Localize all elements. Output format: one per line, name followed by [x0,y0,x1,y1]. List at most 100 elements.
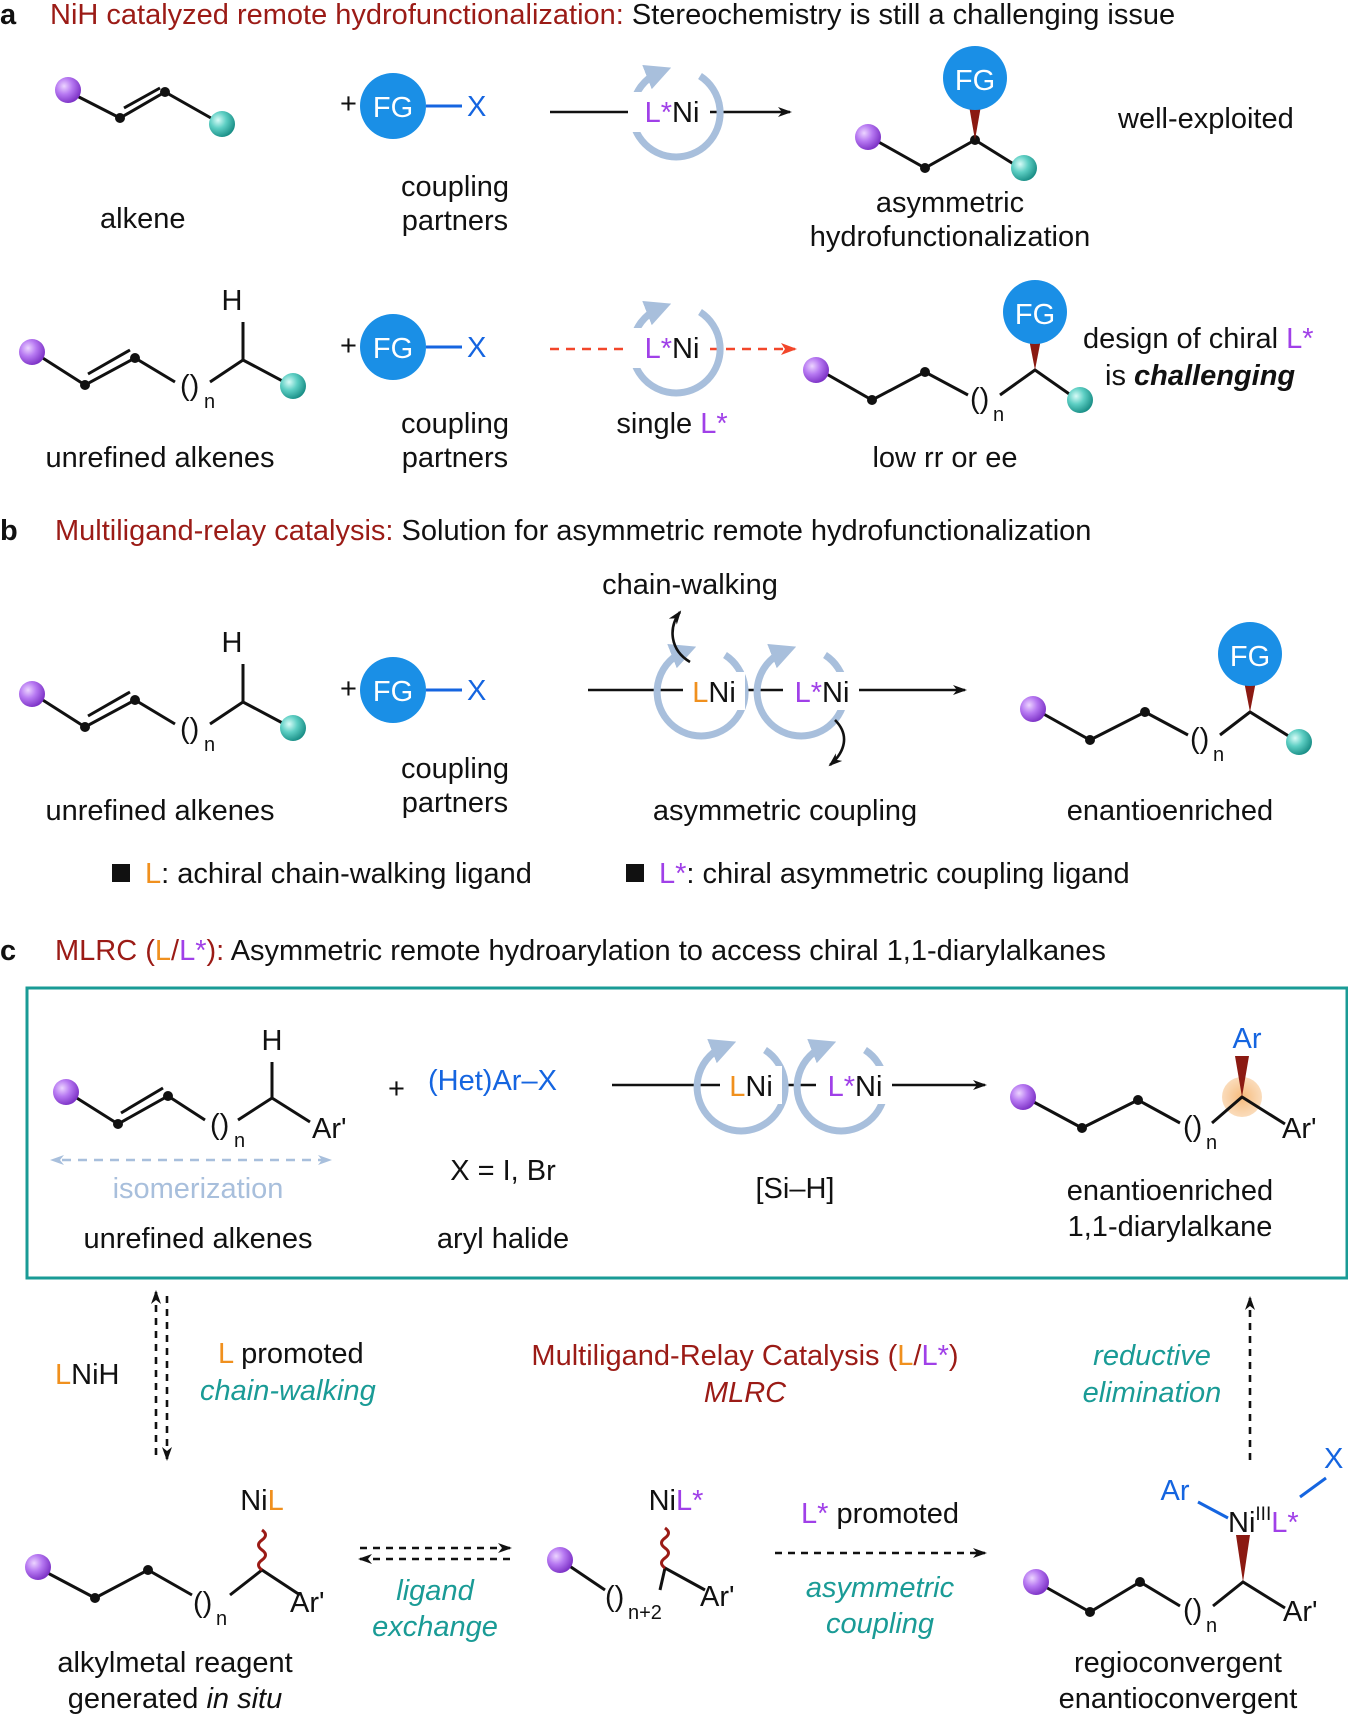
panel-c: c MLRC (L/L*): Asymmetric remote hydroar… [0,935,1348,1715]
plus-sign-b: + [340,673,357,705]
catalyst-label-2: L*Ni [645,333,700,365]
product-label-2: hydrofunctionalization [810,221,1091,253]
single-ligand-label: single L* [616,408,727,440]
achiral-catalyst-label: LNi [692,677,736,709]
exchange-label: exchange [372,1611,498,1643]
box-chain-subscript: n [234,1130,245,1152]
panel-letter-c: c [0,935,16,967]
panel-c-title: MLRC (L/L*): Asymmetric remote hydroaryl… [55,935,1106,967]
box-unrefined-alkenes-label: unrefined alkenes [84,1223,313,1255]
ligand-label: ligand [396,1575,474,1607]
partner-label-b-2: partners [402,787,508,819]
aryl-halide-formula: (Het)Ar–X [428,1065,557,1097]
int2-nil-label: NiL* [649,1485,704,1517]
fg-label-b: FG [373,676,413,708]
chain-paren-b2: () [1190,723,1209,755]
box-plus-sign: + [388,1073,405,1105]
panel-b: b Multiligand-relay catalysis: Solution … [0,515,1312,890]
chain-paren-b: () [180,713,199,745]
box-product-chain-paren: () [1183,1111,1202,1143]
legend-bullet-2 [626,864,644,882]
box-alkene-structure [53,1062,311,1129]
l-star-promoted-label: L* promoted [801,1498,959,1530]
product-label-1: asymmetric [876,187,1024,219]
catalyst-label: L*Ni [645,97,700,129]
box-product-chain-sub: n [1206,1132,1217,1154]
alkylmetal-label-1: alkylmetal reagent [57,1647,292,1679]
l-promoted-label: L promoted [218,1338,364,1370]
silane-label: [Si–H] [756,1173,835,1205]
fg-label-2: FG [373,333,413,365]
low-rr-ee-label: low rr or ee [872,442,1017,474]
product-fg-label: FG [955,65,995,97]
chain-subscript: n [204,391,215,413]
int2-chain-paren: () [605,1581,624,1613]
int3-chain-sub: n [1206,1615,1217,1637]
enantioenriched-label: enantioenriched [1067,795,1273,827]
box-chain-paren: () [210,1109,229,1141]
hydrogen-label-b: H [222,627,243,659]
leaving-group-x: X [467,91,486,123]
box-product-label-1: enantioenriched [1067,1175,1273,1207]
purple-substituent-sphere [55,77,81,103]
asymmetric-coupling-label: asymmetric coupling [653,795,917,827]
design-note-2: is challenging [1105,360,1295,392]
unrefined-alkene-structure-b [19,664,306,741]
panel-a-title: NiH catalyzed remote hydrofunctionalizat… [50,0,1175,31]
unrefined-alkenes-label: unrefined alkenes [46,442,275,474]
alkylmetal-label-2: generated in situ [68,1683,282,1715]
int1-chain-paren: () [193,1587,212,1619]
design-note-1: design of chiral L* [1083,323,1314,355]
panel-a-title-rest: Stereochemistry is still a challenging i… [624,0,1175,31]
int1-nil-label: NiL [240,1485,284,1517]
regioconvergent-label: regioconvergent [1074,1647,1282,1679]
cycle-coupling-label: coupling [826,1608,934,1640]
well-exploited-note: well-exploited [1117,103,1294,135]
alkene-structure [55,77,235,137]
reductive-label: reductive [1093,1340,1211,1372]
enantioconvergent-label: enantioconvergent [1059,1683,1298,1715]
partner-label-b-1: coupling [401,753,509,785]
wavy-bond [257,1528,267,1572]
fg-label: FG [373,92,413,124]
plus-sign-2: + [340,330,357,362]
scheme-box [25,986,1348,1280]
int3-chain-paren: () [1183,1594,1202,1626]
leaving-group-x-2: X [467,332,486,364]
aryl-halide-label: aryl halide [437,1223,569,1255]
enantioenriched-product-b: FG [1020,622,1312,755]
int2-chain-sub: n+2 [628,1602,662,1624]
cycle-asymmetric-label: asymmetric [806,1572,955,1604]
chain-subscript-2: n [993,404,1004,426]
unrefined-alkene-structure [19,322,306,399]
box-product-structure [1010,1056,1286,1133]
chiral-catalyst-label: L*Ni [795,677,850,709]
int3-ar-label: Ar [1161,1475,1190,1507]
box-chiral-catalyst: L*Ni [828,1071,883,1103]
box-product-label-2: 1,1-diarylalkane [1068,1211,1273,1243]
elimination-label: elimination [1083,1377,1222,1409]
int1-chain-sub: n [216,1608,227,1630]
chain-paren: () [180,370,199,402]
box-product-ar-prime: Ar' [1282,1113,1317,1145]
mlrc-abbreviation: MLRC [704,1377,787,1409]
int3-x-label: X [1324,1443,1343,1475]
box-product-ar: Ar [1233,1023,1262,1055]
partner-label-2: partners [402,205,508,237]
partner-label-2-2: partners [402,442,508,474]
mlrc-center-title: Multiligand-Relay Catalysis (L/L*) [531,1340,958,1372]
legend-chiral: L*: chiral asymmetric coupling ligand [659,858,1130,890]
plus-sign: + [340,88,357,120]
unrefined-alkenes-label-b: unrefined alkenes [46,795,275,827]
panel-b-title: Multiligand-relay catalysis: Solution fo… [55,515,1091,547]
box-ar-prime: Ar' [312,1113,347,1145]
hydrogen-label: H [222,285,243,317]
panel-letter-a: a [0,0,17,31]
legend-bullet-1 [112,864,130,882]
leaving-group-x-b: X [467,675,486,707]
lnih-label: LNiH [55,1359,119,1391]
chain-subscript-b2: n [1213,744,1224,766]
fg-circle [360,73,426,139]
panel-a-title-colored: NiH catalyzed remote hydrofunctionalizat… [50,0,624,31]
